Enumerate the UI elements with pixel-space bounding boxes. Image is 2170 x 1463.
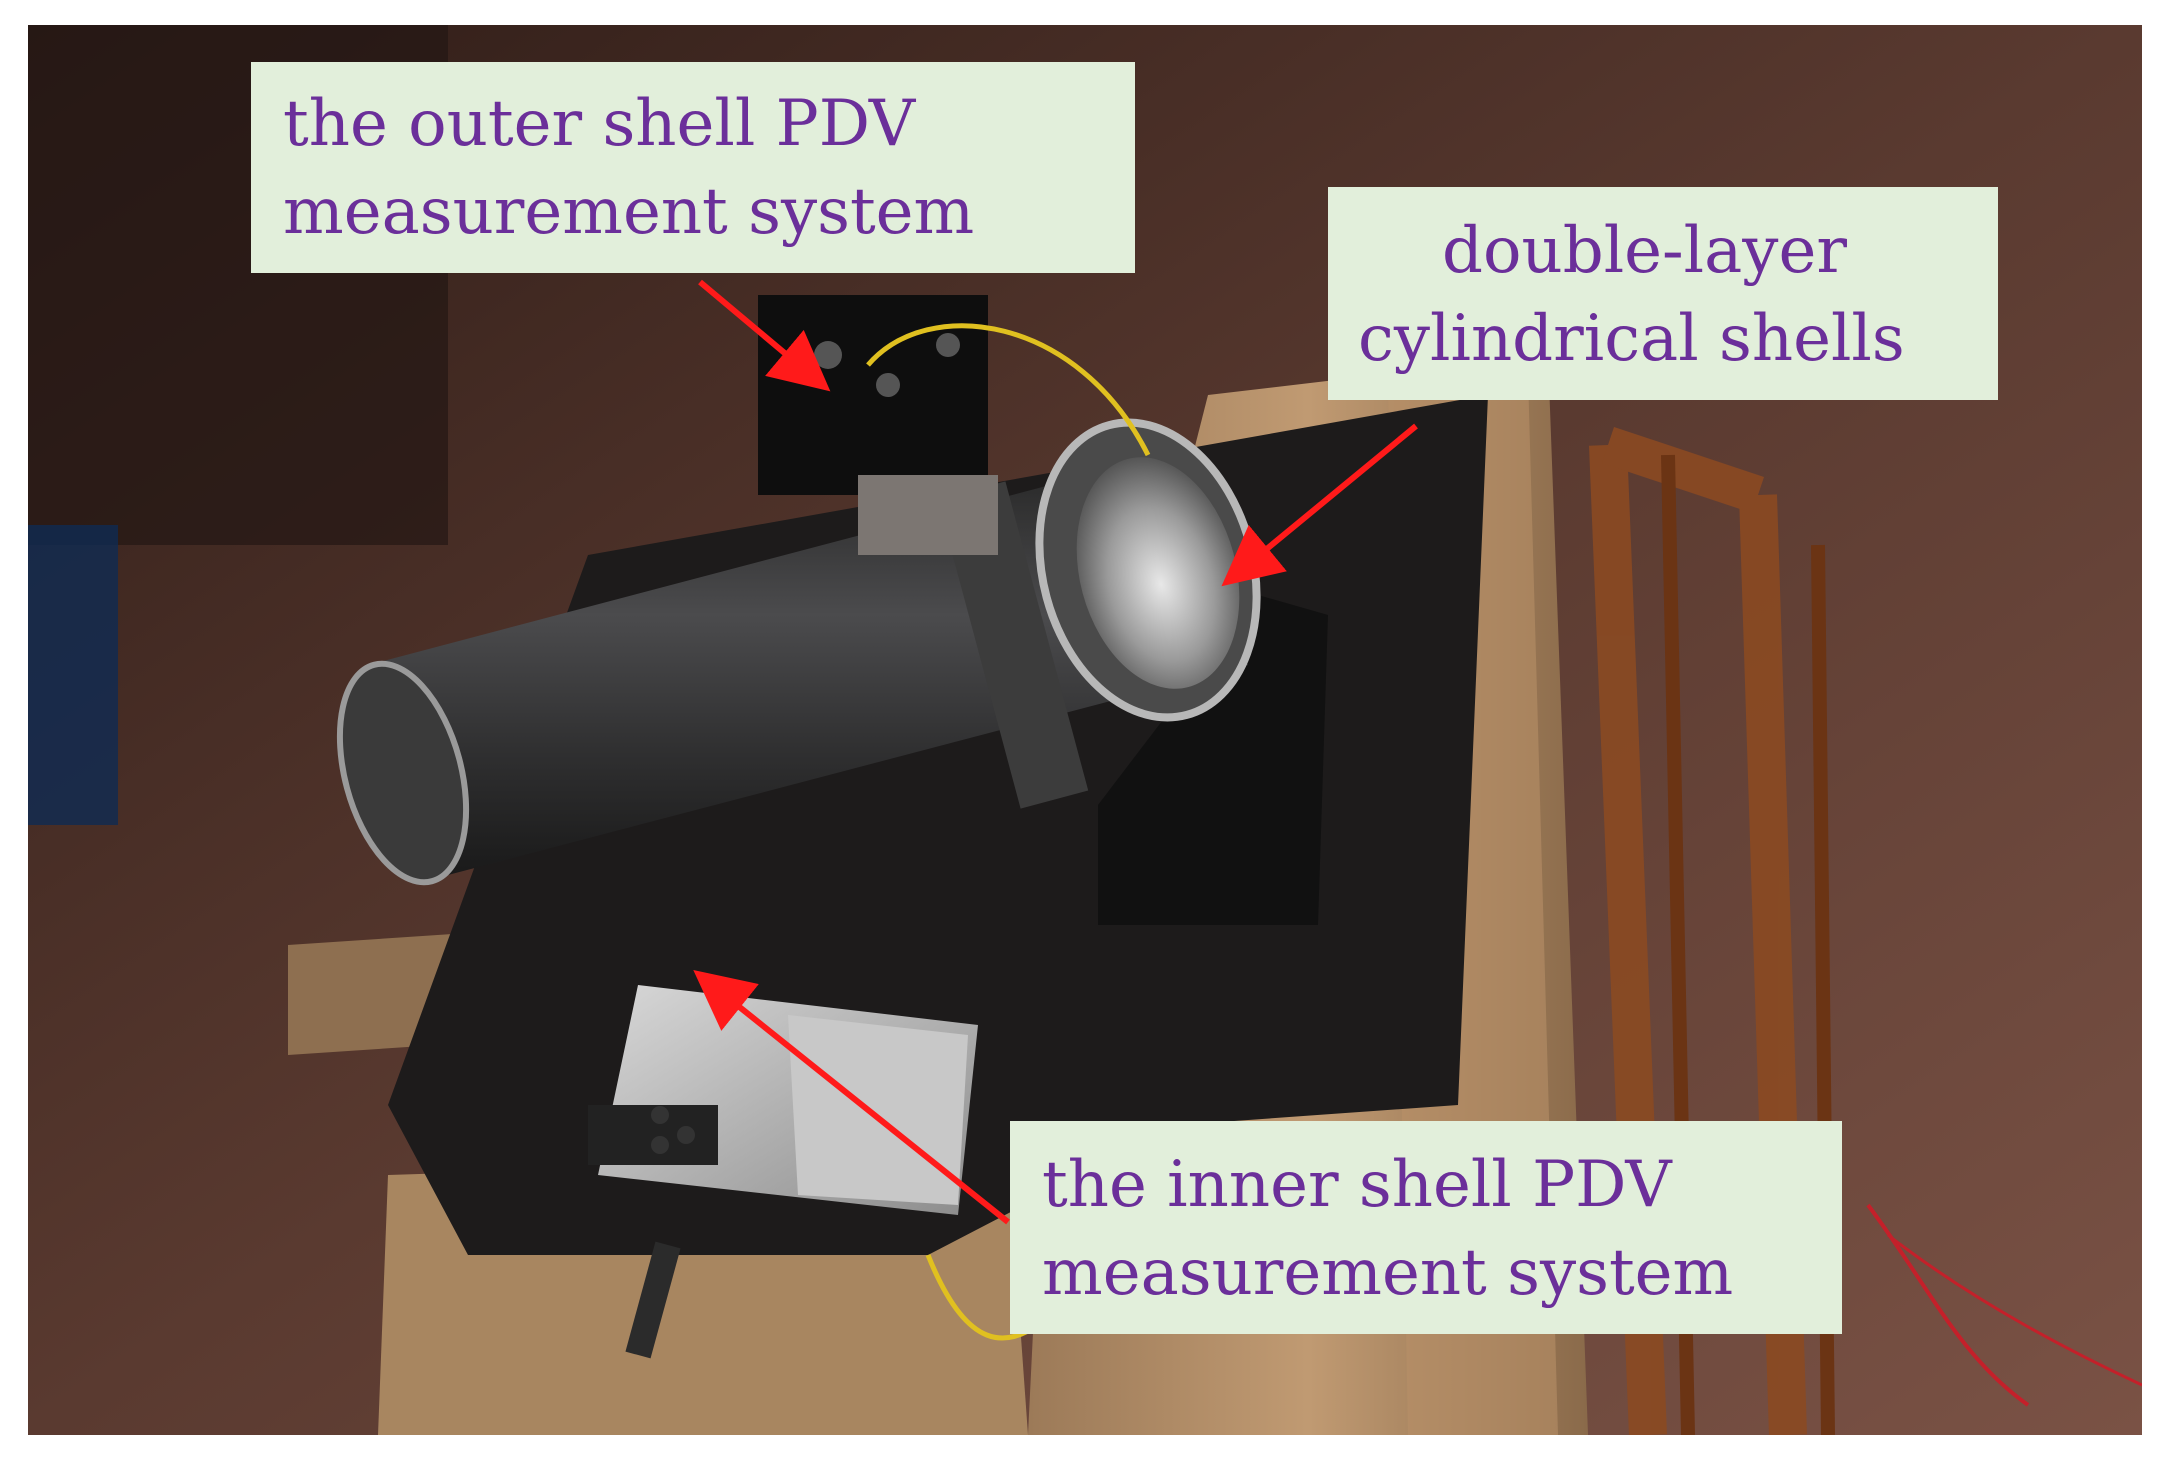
callout-outer-line-1: the outer shell PDV bbox=[283, 87, 916, 161]
callout-inner-line-2: measurement system bbox=[1042, 1236, 1734, 1310]
callout-double-line-2: cylindrical shells bbox=[1358, 302, 1905, 376]
callout-inner-shell-pdv: the inner shell PDV measurement system bbox=[1010, 1121, 1842, 1334]
callout-double-line-1: double-layer bbox=[1442, 214, 1847, 288]
callout-inner-line-1: the inner shell PDV bbox=[1042, 1148, 1672, 1222]
callout-outer-line-2: measurement system bbox=[283, 175, 975, 249]
callout-double-layer-shells: double-layer cylindrical shells bbox=[1328, 187, 1998, 400]
callout-outer-shell-pdv: the outer shell PDV measurement system bbox=[251, 62, 1135, 273]
